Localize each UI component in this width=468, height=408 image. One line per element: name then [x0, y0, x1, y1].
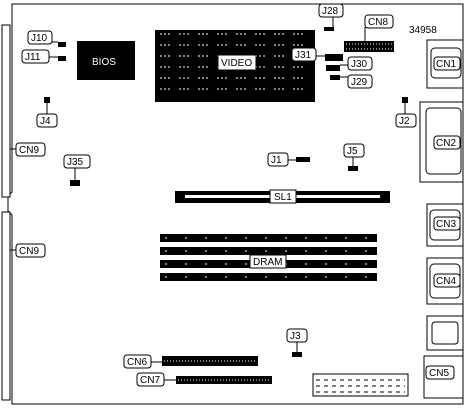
left-edge-connector-top	[1, 24, 11, 198]
video-chip-array: VIDEO	[155, 30, 315, 102]
svg-text:J5: J5	[347, 146, 358, 157]
svg-text:J35: J35	[67, 157, 84, 168]
svg-text:CN4: CN4	[436, 276, 456, 287]
jumper-blocks	[44, 27, 408, 357]
cn6-header	[162, 356, 258, 366]
callout-cn9-top: CN9	[15, 142, 46, 157]
left-edge-connector-bottom	[1, 211, 11, 401]
callout-j2: J2	[395, 113, 417, 128]
callout-j28: J28	[318, 3, 344, 18]
callout-j30: J30	[347, 56, 373, 71]
callout-cn7: CN7	[136, 372, 165, 387]
svg-text:J3: J3	[290, 331, 301, 342]
callout-j10: J10	[27, 30, 53, 45]
expansion-slot-sl1: SL1	[175, 189, 390, 204]
callout-j3: J3	[286, 328, 308, 343]
callout-cn5: CN5	[425, 365, 455, 380]
svg-text:J31: J31	[295, 50, 312, 61]
callout-j31: J31	[291, 47, 317, 62]
callout-cn3: CN3	[433, 216, 461, 231]
svg-text:CN9: CN9	[19, 246, 39, 257]
svg-text:J10: J10	[31, 33, 48, 44]
callout-cn6: CN6	[123, 354, 152, 369]
svg-text:J2: J2	[399, 116, 410, 127]
svg-text:DRAM: DRAM	[253, 257, 282, 268]
callout-cn8: CN8	[364, 14, 394, 29]
cn7-header	[176, 376, 272, 384]
svg-text:VIDEO: VIDEO	[221, 58, 252, 69]
callout-j1: J1	[267, 152, 289, 167]
dip-switch-block	[312, 373, 409, 397]
callout-j5: J5	[343, 143, 365, 158]
svg-text:CN9: CN9	[19, 145, 39, 156]
svg-text:CN7: CN7	[140, 375, 160, 386]
svg-text:J30: J30	[351, 59, 368, 70]
svg-text:J29: J29	[351, 77, 368, 88]
leader-lines	[10, 17, 406, 381]
svg-text:CN5: CN5	[429, 368, 449, 379]
svg-text:BIOS: BIOS	[92, 57, 116, 68]
callout-j29: J29	[347, 74, 373, 89]
callout-cn4: CN4	[433, 273, 461, 288]
callout-cn9-bottom: CN9	[15, 243, 46, 258]
part-number: 34958	[409, 25, 437, 36]
callout-j35: J35	[63, 154, 91, 169]
svg-text:J28: J28	[322, 6, 339, 17]
svg-text:J4: J4	[40, 116, 51, 127]
svg-text:CN1: CN1	[436, 59, 456, 70]
svg-text:SL1: SL1	[274, 192, 292, 203]
svg-text:CN6: CN6	[127, 357, 147, 368]
callout-j11: J11	[21, 49, 50, 64]
cn8-header	[344, 41, 394, 52]
svg-text:J1: J1	[271, 155, 282, 166]
callout-cn1: CN1	[433, 56, 461, 71]
callout-j4: J4	[36, 113, 58, 128]
bios-chip: BIOS	[77, 41, 135, 80]
svg-text:CN8: CN8	[368, 17, 388, 28]
svg-text:J11: J11	[25, 52, 41, 63]
callout-cn2: CN2	[433, 135, 461, 150]
svg-text:CN2: CN2	[436, 138, 456, 149]
svg-text:CN3: CN3	[436, 219, 456, 230]
dram-slots: DRAM	[160, 234, 377, 281]
